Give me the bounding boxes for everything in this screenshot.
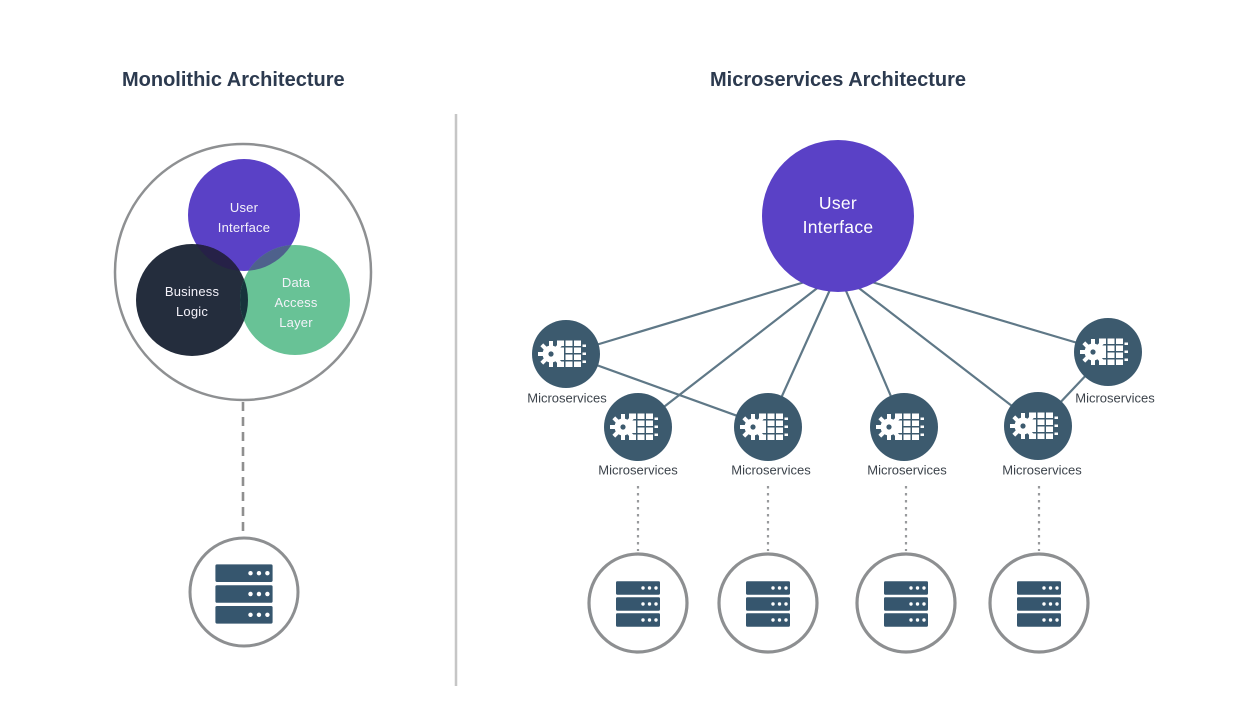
microservice-node-circle bbox=[870, 393, 938, 461]
server-stack-icon bbox=[215, 564, 273, 624]
connection-line bbox=[565, 352, 769, 429]
connection-line bbox=[565, 270, 839, 356]
microservice-nodes bbox=[532, 318, 1142, 461]
monolith-boundary-circle bbox=[113, 142, 373, 402]
microservices-title: Microservices Architecture bbox=[709, 69, 967, 91]
business-logic-label: Business Logic bbox=[164, 283, 220, 319]
microservice-databases bbox=[587, 552, 1090, 654]
monolith-user-interface-circle bbox=[188, 159, 300, 271]
connection-line bbox=[837, 270, 1109, 354]
microservices-user-interface-circle bbox=[762, 140, 914, 292]
connection-line bbox=[837, 271, 1039, 427]
monolith-business-logic-circle bbox=[136, 244, 248, 356]
server-stack-icon bbox=[746, 581, 790, 627]
microservice-node-circle bbox=[1004, 392, 1072, 460]
monolithic-title: Monolithic Architecture bbox=[122, 69, 345, 91]
hub-user-interface-label: User Interface bbox=[802, 192, 874, 237]
microservice-label: Microservices bbox=[731, 462, 811, 478]
db-dotted-connectors bbox=[636, 486, 1041, 551]
server-stack-icon bbox=[884, 581, 928, 627]
microservice-node-circle bbox=[532, 320, 600, 388]
microservice-node-circle bbox=[734, 393, 802, 461]
server-stack-icon bbox=[1017, 581, 1061, 627]
microservice-label: Microservices bbox=[1002, 462, 1082, 478]
data-access-layer-label: Data Access Layer bbox=[274, 274, 318, 331]
microservice-node-circle bbox=[1074, 318, 1142, 386]
hub-connections bbox=[565, 270, 1109, 429]
connection-line bbox=[637, 271, 839, 428]
microservice-label: Microservices bbox=[598, 462, 678, 478]
monolith-data-access-circle bbox=[240, 245, 350, 355]
microservice-label: Microservices bbox=[867, 462, 947, 478]
microservice-label: Microservices bbox=[1075, 390, 1155, 406]
user-interface-label: User Interface bbox=[217, 199, 271, 235]
server-stack-icon bbox=[616, 581, 660, 627]
microservice-node-circle bbox=[604, 393, 672, 461]
microservice-label: Microservices bbox=[527, 390, 607, 406]
